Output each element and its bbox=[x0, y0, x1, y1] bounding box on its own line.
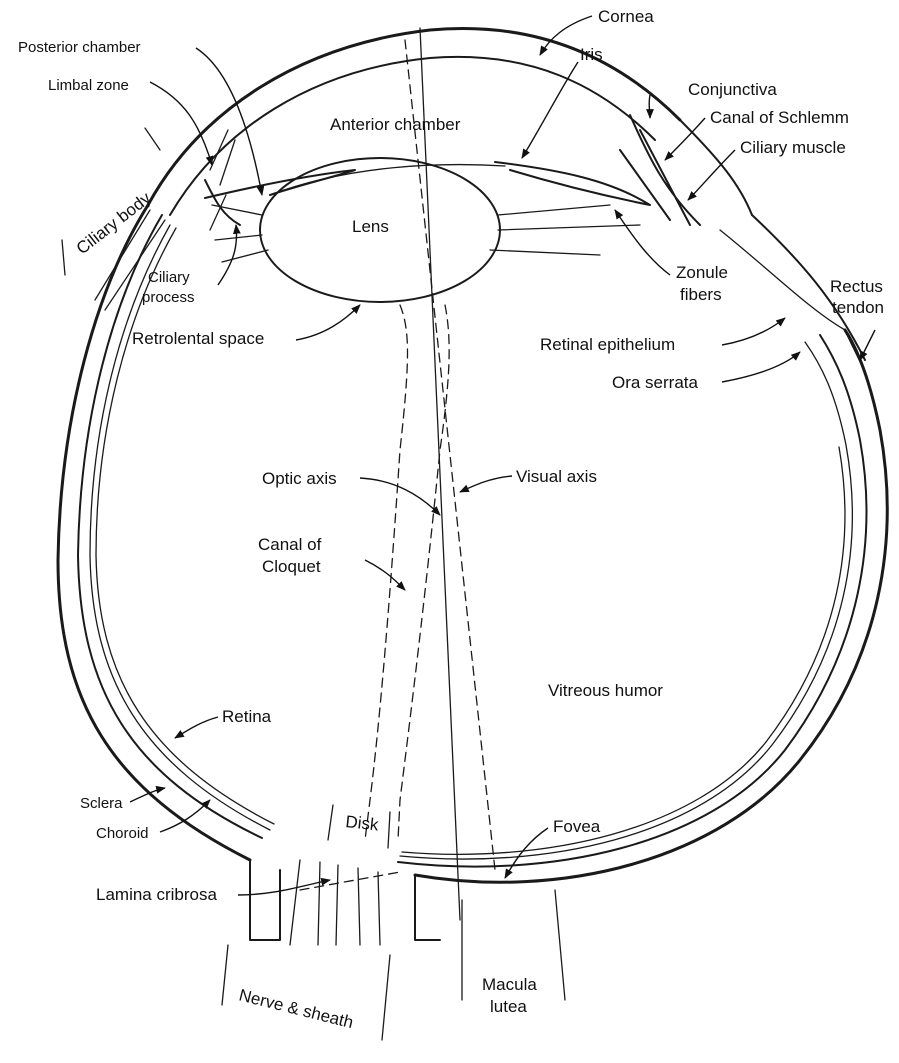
leader-optic-axis bbox=[360, 478, 440, 515]
label-canal-of-cloquet-2: Cloquet bbox=[262, 557, 321, 576]
label-ciliary-process-2: process bbox=[142, 289, 195, 306]
leader-visual-axis bbox=[460, 476, 512, 492]
leader-retrolental-space bbox=[296, 305, 360, 340]
label-ciliary-process-1: Ciliary bbox=[148, 269, 190, 286]
retina-layer-2 bbox=[96, 228, 845, 854]
label-nerve-sheath: Nerve & sheath bbox=[237, 985, 355, 1032]
leader-ciliary-process bbox=[218, 225, 237, 285]
label-retinal-epithelium: Retinal epithelium bbox=[540, 335, 675, 354]
label-macula-lutea-2: lutea bbox=[490, 997, 527, 1016]
leader-iris bbox=[522, 62, 578, 158]
label-sclera: Sclera bbox=[80, 795, 123, 812]
label-anterior-chamber: Anterior chamber bbox=[330, 115, 461, 134]
label-canal-of-schlemm: Canal of Schlemm bbox=[710, 108, 849, 127]
label-fovea: Fovea bbox=[553, 817, 601, 836]
label-rectus-tendon-2: tendon bbox=[832, 298, 884, 317]
leader-retina bbox=[175, 717, 218, 738]
leader-ora-serrata bbox=[722, 352, 800, 382]
leader-canal-of-cloquet bbox=[365, 560, 405, 590]
label-disk: Disk bbox=[345, 812, 380, 834]
cornea-inner bbox=[170, 57, 655, 215]
retina-layer bbox=[90, 225, 852, 859]
label-cornea: Cornea bbox=[598, 7, 654, 26]
sclera-outer bbox=[58, 205, 887, 882]
ciliary-body-right bbox=[620, 115, 700, 225]
sclera-inner bbox=[78, 215, 866, 867]
label-lamina-cribrosa: Lamina cribrosa bbox=[96, 885, 217, 904]
label-canal-of-cloquet-1: Canal of bbox=[258, 535, 322, 554]
label-ciliary-muscle: Ciliary muscle bbox=[740, 138, 846, 157]
leader-rectus-tendon bbox=[860, 330, 875, 360]
label-posterior-chamber: Posterior chamber bbox=[18, 39, 141, 56]
label-limbal-zone: Limbal zone bbox=[48, 77, 129, 94]
label-visual-axis: Visual axis bbox=[516, 467, 597, 486]
leader-conjunctiva bbox=[649, 95, 650, 118]
leader-retinal-epithelium bbox=[722, 318, 785, 345]
label-zonule-fibers-1: Zonule bbox=[676, 263, 728, 282]
leader-posterior-chamber bbox=[196, 48, 262, 195]
optic-nerve-fibers bbox=[290, 860, 380, 945]
label-macula-lutea-1: Macula bbox=[482, 975, 537, 994]
lamina-cribrosa-line bbox=[300, 872, 400, 890]
label-retina: Retina bbox=[222, 707, 272, 726]
iris-right bbox=[495, 162, 650, 205]
label-ora-serrata: Ora serrata bbox=[612, 373, 699, 392]
label-vitreous-humor: Vitreous humor bbox=[548, 681, 663, 700]
iris-plane bbox=[270, 165, 505, 195]
optic-nerve-sheath bbox=[250, 860, 440, 940]
label-lens: Lens bbox=[352, 217, 389, 236]
leader-ciliary-muscle bbox=[688, 150, 735, 200]
label-choroid: Choroid bbox=[96, 825, 149, 842]
optic-axis-line bbox=[420, 28, 460, 920]
leader-fovea bbox=[505, 828, 548, 878]
label-retrolental-space: Retrolental space bbox=[132, 329, 264, 348]
leader-limbal-zone bbox=[150, 82, 212, 165]
label-conjunctiva: Conjunctiva bbox=[688, 80, 777, 99]
label-zonule-fibers-2: fibers bbox=[680, 285, 722, 304]
iris-left bbox=[205, 170, 355, 198]
label-iris: Iris bbox=[580, 45, 603, 64]
leader-zonule-fibers bbox=[615, 210, 670, 275]
label-optic-axis: Optic axis bbox=[262, 469, 337, 488]
label-rectus-tendon-1: Rectus bbox=[830, 277, 883, 296]
